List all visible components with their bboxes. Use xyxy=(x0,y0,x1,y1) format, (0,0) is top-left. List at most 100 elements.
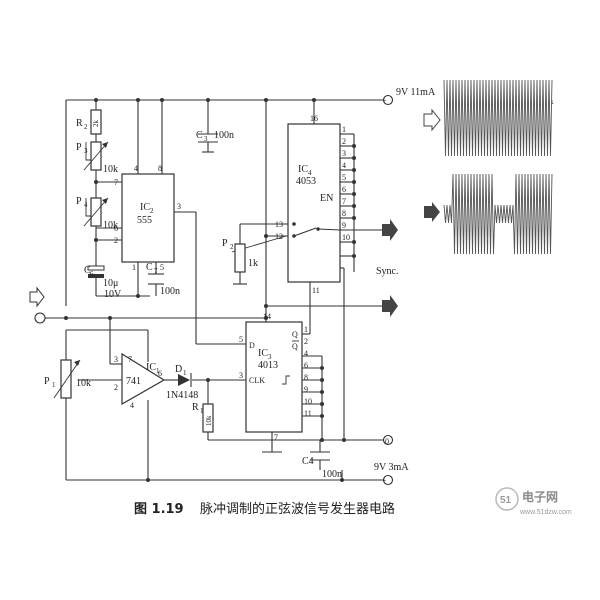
svg-text:EN: EN xyxy=(320,193,333,204)
svg-text:10k: 10k xyxy=(103,164,118,175)
svg-text:IC: IC xyxy=(258,348,268,359)
svg-text:10k: 10k xyxy=(76,378,91,389)
svg-text:C: C xyxy=(196,130,203,141)
pin-label: 8 xyxy=(304,373,308,382)
svg-text:IC: IC xyxy=(298,164,308,175)
sync-arrow-icon xyxy=(382,295,398,317)
supply-top-label: 9V 11mA xyxy=(396,87,436,98)
svg-text:3: 3 xyxy=(84,147,88,155)
svg-text:4: 4 xyxy=(130,401,134,410)
svg-text:4013: 4013 xyxy=(258,360,278,371)
svg-text:2: 2 xyxy=(150,207,154,215)
svg-text:2: 2 xyxy=(114,383,118,392)
svg-text:10k: 10k xyxy=(103,220,118,231)
svg-text:脉冲调制的正弦波信号发生器电路: 脉冲调制的正弦波信号发生器电路 xyxy=(200,501,395,517)
ground-label: 0 xyxy=(385,437,389,446)
pin-label: 10 xyxy=(304,397,312,406)
svg-text:R: R xyxy=(192,402,199,413)
svg-text:51: 51 xyxy=(500,495,512,506)
svg-text:4053: 4053 xyxy=(296,176,316,187)
svg-text:P: P xyxy=(44,376,50,387)
svg-text:IC: IC xyxy=(146,362,156,373)
svg-text:C4: C4 xyxy=(302,456,314,467)
pin-label: 4 xyxy=(342,161,346,170)
supply-bottom-label: 9V 3mA xyxy=(374,462,409,473)
svg-text:3: 3 xyxy=(114,355,118,364)
svg-text:13: 13 xyxy=(275,220,283,229)
svg-text:D: D xyxy=(175,364,182,375)
capacitor-c7: C 7 100n xyxy=(146,262,180,297)
svg-text:2: 2 xyxy=(84,123,88,131)
svg-text:100n: 100n xyxy=(160,286,180,297)
pin-label: 9 xyxy=(304,385,308,394)
svg-text:3: 3 xyxy=(177,202,181,211)
ic1-741: 741 IC 1 3 7 2 4 6 xyxy=(114,352,166,410)
capacitor-c6: C 6 10μ 10V xyxy=(84,265,122,300)
terminal-ground: 0 xyxy=(382,434,394,446)
waveform-modulated xyxy=(424,173,553,255)
diode-d1: D 1 1N4148 xyxy=(166,364,198,401)
svg-text:8: 8 xyxy=(158,164,162,173)
pin-label: 2 xyxy=(342,137,346,146)
svg-text:2: 2 xyxy=(304,337,308,346)
svg-text:7: 7 xyxy=(154,267,158,275)
terminal-supply-bottom: + 9V 3mA xyxy=(374,462,409,486)
svg-text:P: P xyxy=(222,238,228,249)
terminal-input xyxy=(34,312,46,324)
pin-label: 10 xyxy=(342,233,350,242)
svg-text:↓: ↓ xyxy=(551,98,555,106)
potentiometer-p1: P 1 10k xyxy=(44,359,91,399)
svg-text:2: 2 xyxy=(230,243,234,251)
svg-text:10k: 10k xyxy=(205,415,213,426)
svg-text:Q: Q xyxy=(292,330,298,339)
svg-text:7: 7 xyxy=(274,433,278,442)
potentiometer-p3: P 3 10k xyxy=(76,141,118,175)
svg-text:Q: Q xyxy=(292,342,298,351)
svg-text:100n: 100n xyxy=(214,130,234,141)
pin-label: 6 xyxy=(304,361,308,370)
svg-text:1: 1 xyxy=(156,367,160,375)
pin-label: 1 xyxy=(342,125,346,134)
svg-text:4: 4 xyxy=(134,164,138,173)
svg-text:4: 4 xyxy=(308,169,312,177)
junction-dots xyxy=(64,98,356,482)
svg-text:3: 3 xyxy=(204,135,208,143)
svg-text:5: 5 xyxy=(239,335,243,344)
svg-text:图 1.19: 图 1.19 xyxy=(134,502,184,517)
svg-text:3: 3 xyxy=(239,371,243,380)
svg-text:7: 7 xyxy=(114,178,118,187)
potentiometer-p2: P 2 1k xyxy=(222,238,258,285)
svg-text:6: 6 xyxy=(114,224,118,233)
resistor-r1: R 1 10k xyxy=(192,402,214,433)
svg-text:1N4148: 1N4148 xyxy=(166,390,198,401)
watermark-logo: 51 电子网 www.51dzw.com xyxy=(495,487,572,516)
svg-text:6: 6 xyxy=(90,270,94,278)
svg-text:P: P xyxy=(76,196,82,207)
svg-text:C: C xyxy=(84,265,91,276)
svg-text:12: 12 xyxy=(275,232,283,241)
svg-text:100n: 100n xyxy=(322,469,342,480)
output-arrow-icon xyxy=(382,219,398,241)
svg-text:1: 1 xyxy=(132,263,136,272)
svg-text:IC: IC xyxy=(140,202,150,213)
svg-text:10μ: 10μ xyxy=(103,278,118,289)
svg-text:www.51dzw.com: www.51dzw.com xyxy=(519,509,572,516)
svg-text:CLK: CLK xyxy=(249,376,265,385)
svg-text:7: 7 xyxy=(128,355,132,364)
terminal-supply-top: + 9V 11mA xyxy=(382,87,436,106)
ic3-4013: IC 3 4013 D CLK Q Q 14 5 3 7 1 2 4689101… xyxy=(239,312,312,442)
svg-text:电子网: 电子网 xyxy=(522,489,558,504)
svg-text:1: 1 xyxy=(52,381,56,389)
capacitor-c4: C4 100n xyxy=(302,451,342,480)
svg-text:+: + xyxy=(382,96,387,105)
svg-text:2: 2 xyxy=(114,236,118,245)
svg-text:4: 4 xyxy=(84,201,88,209)
svg-text:555: 555 xyxy=(137,215,152,226)
svg-text:10V: 10V xyxy=(104,289,122,300)
pin-label: 9 xyxy=(342,221,346,230)
svg-text:1: 1 xyxy=(200,407,204,415)
